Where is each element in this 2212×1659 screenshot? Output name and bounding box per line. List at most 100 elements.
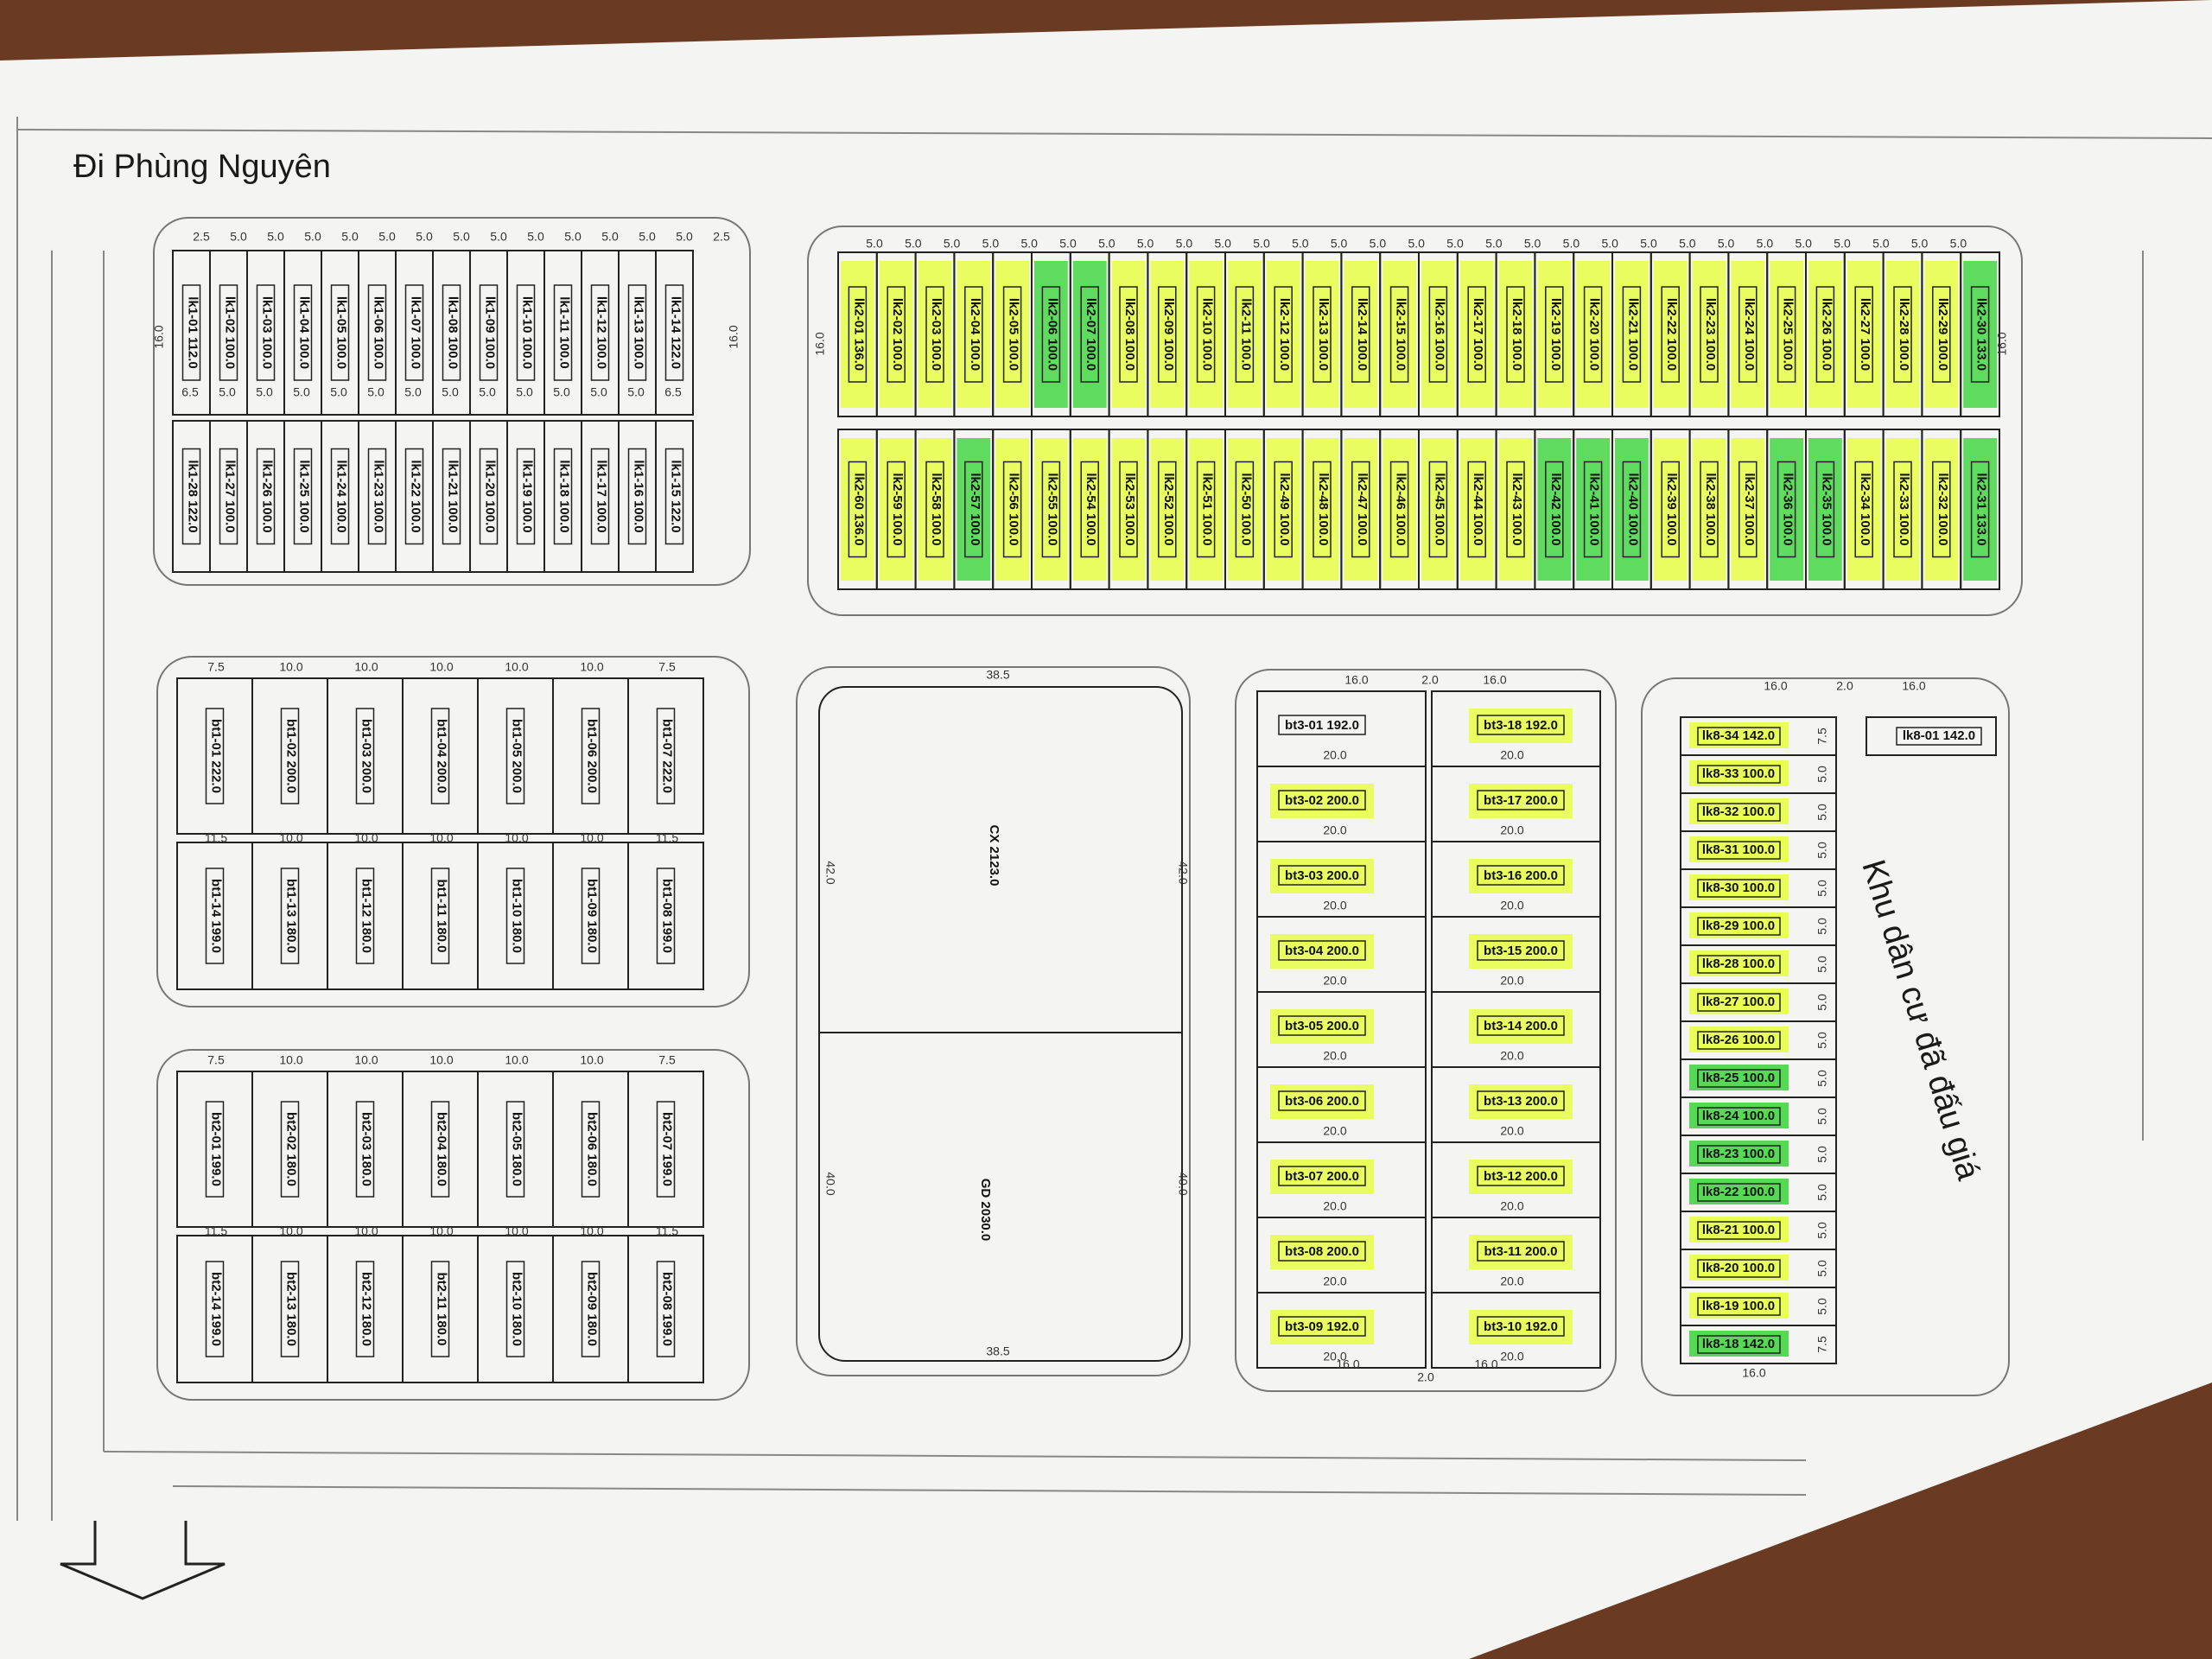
block-lk2-bottom-lot-label: lk2-33 100.0 xyxy=(1897,473,1911,545)
block-bt3-right-tag xyxy=(1477,715,1565,735)
block-lk2-top-lot-label: lk2-29 100.0 xyxy=(1936,298,1950,371)
block-bt2-bottom-tag xyxy=(581,1261,601,1357)
block-bt2-bottom-tag xyxy=(505,1261,525,1357)
arrow-icon xyxy=(60,1521,226,1600)
block-bt2-top-dim: 10.0 xyxy=(429,1053,453,1067)
block-bt1-bottom-lot-label: bt1-10 180.0 xyxy=(510,879,524,953)
block-lk2-top-dim: 5.0 xyxy=(905,237,922,251)
block-lk2-top-highlight xyxy=(995,261,1029,408)
block-lk8-tag xyxy=(1697,803,1781,822)
block-lk2-bottom-tag xyxy=(1313,461,1332,558)
block-lk2-top-tag xyxy=(1389,286,1409,383)
block-lk8-right-dim: 5.0 xyxy=(1815,842,1829,859)
block-lk8-tag xyxy=(1697,1145,1781,1164)
block-lk2-top-tag xyxy=(1467,286,1486,383)
block-lk2-bottom-tag xyxy=(1932,461,1951,558)
block-lk8-extra-lot-label: lk8-01 142.0 xyxy=(1903,728,1975,743)
block-lk2-top-lot-label: lk2-30 133.0 xyxy=(1974,298,1989,371)
block-bt2-bottom-tag xyxy=(430,1261,450,1357)
block-lk2-bottom-lot-label: lk2-47 100.0 xyxy=(1355,473,1370,545)
block-lk1-top-dim: 5.0 xyxy=(304,230,321,244)
block-bt3-right-lot-label: bt3-10 192.0 xyxy=(1484,1319,1558,1334)
block-lk2-bottom-lot-label: lk2-36 100.0 xyxy=(1781,473,1796,545)
block-bt1-bottom-lot-label: bt1-13 180.0 xyxy=(284,879,299,953)
block-lk2-top-dim: 5.0 xyxy=(1020,237,1038,251)
block-bt1-bottom-lot-label: bt1-12 180.0 xyxy=(359,879,374,953)
block-lk8-lot-label: lk8-33 100.0 xyxy=(1702,766,1775,781)
block-bt3-right-dim: 20.0 xyxy=(1500,1124,1523,1138)
block-lk8-extra-lot xyxy=(1866,716,1997,756)
block-bt1-bottom-lot-label: bt1-09 180.0 xyxy=(585,879,600,953)
block-bt2-top-tag xyxy=(656,1101,676,1198)
block-bt2-top-lot-label: bt2-06 180.0 xyxy=(585,1112,600,1186)
block-lk2-bottom-tag xyxy=(1738,461,1758,558)
block-bt2-top-tag xyxy=(205,1101,225,1198)
block-lk1-bottom-lot-label: lk1-19 100.0 xyxy=(520,460,535,532)
block-lk1-bottom-lot-label: lk1-23 100.0 xyxy=(372,460,386,532)
block-lk2-bottom-tag xyxy=(1351,461,1370,558)
block-bt3-left-lot-label: bt3-01 192.0 xyxy=(1285,718,1359,733)
block-lk2-bottom-lot-label: lk2-40 100.0 xyxy=(1625,473,1640,545)
block-bt3-right-dim: 20.0 xyxy=(1500,1049,1523,1063)
block-lk8-right-dim: 5.0 xyxy=(1815,804,1829,821)
block-lk2-top-highlight xyxy=(1692,261,1726,408)
block-lk1-top-lot-label: lk1-01 112.0 xyxy=(186,296,200,368)
block-lk1-bottom-lot-label: lk1-26 100.0 xyxy=(260,460,275,532)
block-lk2-top-highlight xyxy=(1924,261,1959,408)
block-lk2-top-tag xyxy=(1158,286,1177,383)
block-bt2-top-tag xyxy=(581,1101,601,1198)
block-bt3-left-highlight xyxy=(1270,934,1374,969)
block-bt2-top-lot-label: bt2-04 180.0 xyxy=(435,1112,449,1186)
block-bt1-top-lot-label: bt1-05 200.0 xyxy=(510,719,524,793)
block-bt1-top-dim: 7.5 xyxy=(658,660,676,674)
block-lk2-top-highlight xyxy=(1459,261,1494,408)
block-bt1-top-lot-label: bt1-07 222.0 xyxy=(660,719,675,793)
block-lk2-top-tag xyxy=(1738,286,1758,383)
block-bt3-left-dim: 20.0 xyxy=(1323,1049,1346,1063)
block-lk2-bottom-tag xyxy=(1002,461,1022,558)
block-lk2-top-dim: 5.0 xyxy=(1331,237,1348,251)
block-bt3-left-lot-label: bt3-05 200.0 xyxy=(1285,1019,1359,1033)
block-lk2-top-lot-label: lk2-20 100.0 xyxy=(1587,298,1602,371)
block-bt1-top-tag xyxy=(656,708,676,804)
block-lk8-tag xyxy=(1697,1221,1781,1240)
block-lk8-outline xyxy=(1641,677,2010,1396)
block-lk1-top-tag xyxy=(219,284,238,381)
block-lk2-top-lot-label: lk2-17 100.0 xyxy=(1471,298,1485,371)
block-lk2-top-dim: 5.0 xyxy=(1757,237,1774,251)
block-lk2-top-tag xyxy=(1815,286,1835,383)
block-lk2-top-dim: 5.0 xyxy=(1176,237,1193,251)
block-bt2-top-lot xyxy=(627,1071,704,1228)
block-lk2-top-highlight xyxy=(1034,261,1068,408)
block-lk2-bottom-lot-label: lk2-42 100.0 xyxy=(1548,473,1563,545)
block-lk1-mid-dim: 5.0 xyxy=(293,385,310,399)
block-lk2-top-tag xyxy=(1854,286,1873,383)
block-lk2-top-tag xyxy=(1893,286,1912,383)
block-bt3-left-tag xyxy=(1278,1015,1366,1036)
block-lk2-top-lot-label: lk2-07 100.0 xyxy=(1084,298,1098,371)
block-lk2-top-dim: 5.0 xyxy=(866,237,883,251)
block-lk2-top-lot-label: lk2-21 100.0 xyxy=(1625,298,1640,371)
block-lk8-tag xyxy=(1697,1069,1781,1088)
block-lk8-lot-label: lk8-31 100.0 xyxy=(1702,842,1775,857)
block-lk1-mid-dim: 5.0 xyxy=(479,385,496,399)
block-lk2-depth-dim: 16.0 xyxy=(1995,332,2009,355)
road-label: Đi Phùng Nguyên xyxy=(73,149,331,185)
block-lk2-top-lot-label: lk2-28 100.0 xyxy=(1897,298,1911,371)
block-cx-height-dim: 40.0 xyxy=(1176,1172,1190,1195)
block-bt3-right-highlight xyxy=(1469,784,1573,818)
block-lk1-top-lot-label: lk1-04 100.0 xyxy=(297,296,312,369)
block-lk8-lot-label: lk8-28 100.0 xyxy=(1702,957,1775,971)
block-lk1-mid-dim: 5.0 xyxy=(442,385,459,399)
block-bt3-left-dim: 20.0 xyxy=(1323,1199,1346,1213)
block-bt3-right-dim: 20.0 xyxy=(1500,974,1523,988)
block-lk2-top-dim: 5.0 xyxy=(1911,237,1929,251)
block-bt2-top-lot-label: bt2-05 180.0 xyxy=(510,1112,524,1186)
block-lk1-bottom-tag xyxy=(181,448,201,545)
block-lk2-top-tag xyxy=(887,286,906,383)
block-lk2-bottom-lot-label: lk2-57 100.0 xyxy=(968,473,982,545)
block-lk2-top-dim: 5.0 xyxy=(1795,237,1812,251)
block-lk8-lot-label: lk8-22 100.0 xyxy=(1702,1185,1775,1199)
block-lk2-bottom-tag xyxy=(1389,461,1409,558)
block-lk1-top-lot-label: lk1-12 100.0 xyxy=(594,296,609,369)
